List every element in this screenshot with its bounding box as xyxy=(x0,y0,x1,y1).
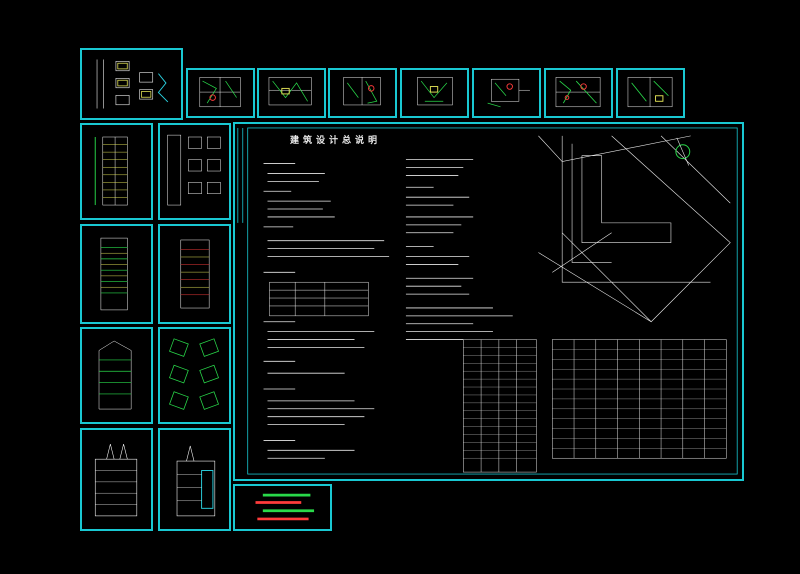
main-sheet-title: 建筑设计总说明 xyxy=(290,136,382,146)
sheet-plans-1[interactable] xyxy=(158,123,231,220)
sheet-elevation-1[interactable] xyxy=(80,123,153,220)
sheet-details-1[interactable] xyxy=(158,327,231,424)
sheet-thumb-6[interactable] xyxy=(472,68,541,118)
sheet-elevation-6[interactable] xyxy=(158,428,231,531)
sheet-elevation-5[interactable] xyxy=(80,428,153,531)
sheet-elevation-3[interactable] xyxy=(158,224,231,324)
sheet-thumb-1[interactable] xyxy=(80,48,183,120)
sheet-thumb-4[interactable] xyxy=(328,68,397,118)
sheet-main-design-notes[interactable] xyxy=(233,122,744,481)
sheet-legend[interactable] xyxy=(233,484,332,531)
sheet-thumb-8[interactable] xyxy=(616,68,685,118)
sheet-thumb-3[interactable] xyxy=(257,68,326,118)
sheet-thumb-5[interactable] xyxy=(400,68,469,118)
sheet-thumb-7[interactable] xyxy=(544,68,613,118)
sheet-elevation-4[interactable] xyxy=(80,327,153,424)
sheet-thumb-2[interactable] xyxy=(186,68,255,118)
sheet-elevation-2[interactable] xyxy=(80,224,153,324)
